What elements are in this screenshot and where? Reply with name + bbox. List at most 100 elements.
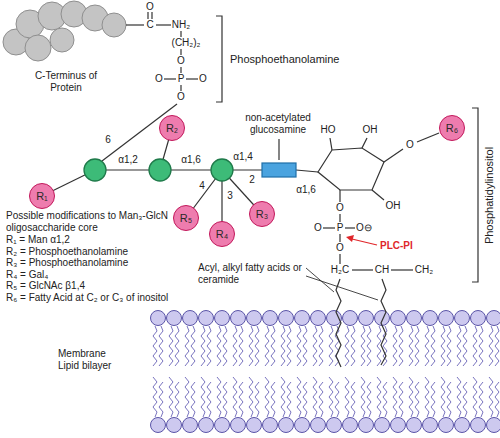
substituent-label: R₅ bbox=[180, 212, 192, 224]
chem-label: O bbox=[177, 55, 185, 67]
bond bbox=[180, 67, 181, 73]
chem-label: CH₂ bbox=[415, 264, 433, 276]
lipid-head bbox=[295, 418, 310, 433]
list-item: R₅ = GlcNAc β1,4 bbox=[6, 280, 202, 292]
lipid-head bbox=[215, 311, 230, 326]
lipid-head bbox=[343, 418, 358, 433]
lipid-tail bbox=[425, 377, 429, 417]
chem-label: O bbox=[336, 202, 344, 214]
lipid-tail bbox=[287, 382, 291, 417]
bond bbox=[151, 12, 152, 19]
lipid-tail bbox=[345, 377, 349, 417]
lipid-tail bbox=[495, 382, 499, 417]
bond bbox=[147, 12, 148, 19]
substituent-circle: R₄ bbox=[209, 221, 235, 247]
lipid-tail bbox=[473, 326, 477, 366]
lipid-head bbox=[247, 418, 262, 433]
callout-label: Acyl, alkyl fatty acids or ceramide bbox=[198, 262, 310, 286]
lipid-tail bbox=[399, 382, 403, 417]
lipid-tail bbox=[191, 382, 195, 417]
substituent-label: R₆ bbox=[446, 122, 458, 134]
lipid-tail bbox=[489, 377, 493, 417]
lipid-head bbox=[231, 311, 246, 326]
chem-label: O bbox=[406, 139, 414, 151]
lipid-head bbox=[183, 311, 198, 326]
substituent-circle: R₃ bbox=[249, 201, 275, 227]
leader-line bbox=[278, 139, 279, 160]
lipid-tail bbox=[303, 326, 307, 366]
lipid-head bbox=[311, 311, 326, 326]
lipid-tail bbox=[223, 326, 227, 366]
chem-label: O bbox=[199, 73, 207, 85]
bracket-label: Phosphatidylinositol bbox=[483, 146, 496, 243]
membrane-label: Membrane Lipid bilayer bbox=[58, 348, 122, 372]
plc-arrow bbox=[346, 235, 377, 245]
chem-label: HO bbox=[321, 124, 336, 136]
bond bbox=[339, 234, 340, 242]
lipid-head bbox=[279, 311, 294, 326]
bond bbox=[417, 133, 439, 142]
lipid-tail bbox=[441, 377, 445, 417]
arrow-head bbox=[346, 235, 354, 242]
lipid-tail bbox=[329, 326, 333, 366]
lipid-tail bbox=[271, 326, 275, 366]
lipid-tail bbox=[479, 326, 483, 366]
chem-label: α1,6 bbox=[181, 154, 201, 166]
chem-label: OH bbox=[363, 124, 378, 136]
lipid-tail bbox=[287, 326, 291, 366]
lipid-tail bbox=[351, 326, 355, 366]
lipid-head bbox=[391, 418, 406, 433]
lipid-head bbox=[359, 418, 374, 433]
lipid-tail bbox=[265, 377, 269, 417]
lipid-tail bbox=[377, 326, 381, 366]
lipid-head bbox=[487, 418, 500, 433]
leader-line bbox=[306, 276, 378, 300]
enzyme-label: PLC-PI bbox=[380, 240, 413, 252]
glycosidic-bond bbox=[296, 170, 318, 172]
lipid-head bbox=[199, 311, 214, 326]
lipid-head bbox=[151, 311, 166, 326]
lipid-tail bbox=[255, 326, 259, 366]
lipid-tail bbox=[345, 326, 349, 366]
protein-bead bbox=[102, 13, 126, 37]
lipid-tail bbox=[447, 326, 451, 366]
lipid-head bbox=[423, 418, 438, 433]
chem-label: 2 bbox=[249, 174, 255, 186]
bond bbox=[186, 78, 198, 79]
lipid-head bbox=[263, 311, 278, 326]
bond bbox=[339, 214, 340, 222]
lipid-tail bbox=[441, 326, 445, 366]
lipid-tail bbox=[457, 326, 461, 366]
lipid-tail bbox=[207, 326, 211, 366]
chem-label: O bbox=[177, 91, 185, 103]
lipid-tail bbox=[393, 326, 397, 366]
substituent-circle: R₆ bbox=[439, 115, 465, 141]
bracket bbox=[216, 16, 222, 102]
lipid-tail bbox=[495, 326, 499, 366]
lipid-head bbox=[471, 311, 486, 326]
bracket-label: Phosphoethanolamine bbox=[230, 53, 339, 66]
lipid-tail bbox=[185, 377, 189, 417]
lipid-tail bbox=[463, 382, 467, 417]
bond bbox=[323, 227, 335, 228]
lipid-head bbox=[215, 418, 230, 433]
lipid-tail bbox=[175, 382, 179, 417]
lipid-tail bbox=[281, 377, 285, 417]
lipid-tail bbox=[319, 326, 323, 366]
lipid-tail bbox=[489, 326, 493, 366]
protein-c-terminus bbox=[3, 1, 126, 61]
lipid-tail bbox=[217, 326, 221, 366]
lipid-head bbox=[263, 418, 278, 433]
lipid-head bbox=[167, 418, 182, 433]
chem-label: 3 bbox=[227, 190, 233, 202]
lipid-tail bbox=[361, 377, 365, 417]
lipid-head bbox=[439, 418, 454, 433]
substituent-label: R₁ bbox=[36, 190, 48, 202]
lipid-tail bbox=[367, 382, 371, 417]
lipid-tail bbox=[153, 377, 157, 417]
chem-label: α1,4 bbox=[233, 151, 253, 163]
lipid-tail bbox=[281, 326, 285, 366]
lipid-head bbox=[199, 418, 214, 433]
list-item: R₄ = Gal₄ bbox=[6, 269, 202, 281]
list-heading: Possible modifications to Man₃-GlcN olig… bbox=[6, 210, 168, 233]
